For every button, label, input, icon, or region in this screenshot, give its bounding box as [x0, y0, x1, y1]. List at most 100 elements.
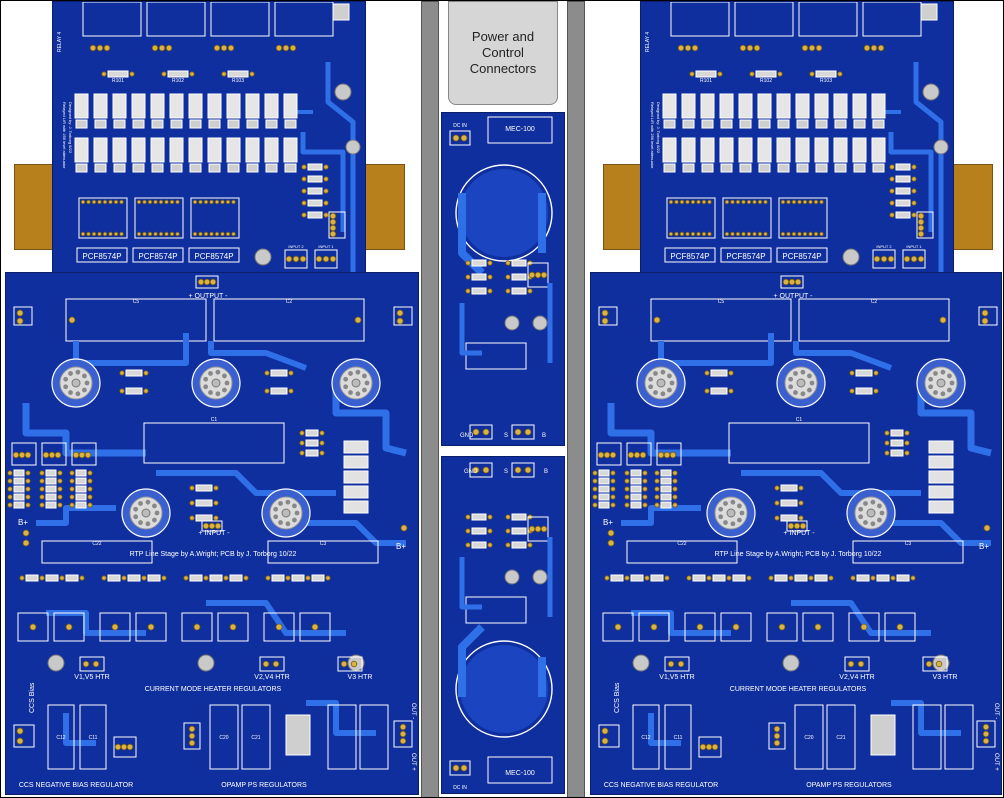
electrolytic-cap — [47, 654, 65, 672]
out-minus-label: OUT - — [993, 703, 999, 719]
pad — [603, 451, 611, 459]
relay-diode — [132, 119, 145, 129]
pad — [642, 494, 648, 500]
pad — [654, 494, 660, 500]
resistor — [630, 477, 642, 485]
pad — [724, 199, 730, 205]
pad — [147, 623, 155, 631]
pad — [229, 623, 237, 631]
pad — [884, 440, 890, 446]
shift-register — [78, 197, 128, 239]
tube-pin — [667, 373, 672, 379]
pad — [82, 660, 90, 668]
film-cap-c11 — [664, 704, 692, 770]
relay-diode — [663, 163, 676, 173]
pad — [354, 316, 362, 324]
tube-pin — [928, 384, 934, 390]
pad — [774, 515, 780, 521]
relay-diode — [151, 119, 164, 129]
copper-trace — [459, 557, 482, 610]
cap-ref: C11 — [89, 735, 98, 741]
electrolytic-cap — [632, 654, 650, 672]
pad — [624, 502, 630, 508]
opamp-section-title: OPAMP PS REGULATORS — [221, 782, 307, 789]
resistor — [815, 70, 837, 78]
pad — [129, 71, 135, 77]
tube-pin — [793, 390, 798, 395]
copper-trace — [791, 600, 931, 636]
pad — [981, 317, 989, 325]
pad — [925, 660, 933, 668]
pad — [22, 539, 30, 547]
resistor — [856, 574, 870, 582]
resistor-ref: R102 — [172, 78, 184, 84]
electrolytic-cap — [197, 654, 215, 672]
tube-center — [141, 508, 151, 518]
pad — [16, 317, 24, 325]
tube-center — [866, 508, 876, 518]
terminal-block — [13, 306, 33, 326]
resistor — [660, 485, 672, 493]
resistor — [291, 574, 305, 582]
relay — [757, 137, 772, 163]
pad — [699, 743, 707, 751]
pad — [627, 451, 635, 459]
pad — [192, 231, 198, 237]
pad — [487, 274, 493, 280]
tube-pin — [877, 503, 882, 509]
pad — [514, 428, 522, 436]
pad — [223, 575, 229, 581]
pad — [749, 71, 755, 77]
pad — [672, 494, 678, 500]
pad — [677, 660, 685, 668]
regulator-module — [11, 442, 37, 466]
pad — [16, 309, 24, 317]
pad — [847, 660, 855, 668]
tube-pin — [154, 510, 160, 516]
pad — [265, 575, 271, 581]
resistor — [305, 449, 319, 457]
pad — [141, 575, 147, 581]
heatsink-regulator — [766, 612, 798, 642]
regulator-module — [626, 442, 652, 466]
pad — [39, 494, 45, 500]
input-connector — [201, 520, 223, 532]
relay-shield — [670, 2, 730, 37]
gnd-label: GND — [464, 469, 478, 475]
cap-ref: C3 — [905, 541, 912, 547]
pad — [91, 231, 97, 237]
pad — [22, 529, 30, 537]
regulator-module — [71, 442, 97, 466]
pad — [642, 486, 648, 492]
pad — [282, 44, 290, 52]
pad — [644, 575, 650, 581]
regulator-ic — [527, 516, 549, 542]
pad — [197, 278, 205, 286]
pad — [288, 370, 294, 376]
relay — [681, 93, 696, 119]
tube-center — [211, 378, 221, 388]
relay — [662, 93, 677, 119]
relay-diode — [872, 163, 885, 173]
resistor — [896, 574, 910, 582]
relay-diode — [682, 163, 695, 173]
pad — [889, 212, 895, 218]
pad — [39, 502, 45, 508]
pad — [225, 231, 231, 237]
pad — [802, 231, 808, 237]
tube-pin — [863, 501, 868, 506]
attenuator-side-text: Relayed L/R with 256 level attenuator — [62, 102, 67, 169]
pad — [292, 255, 300, 263]
relay-diode — [720, 119, 733, 129]
output-connector — [195, 275, 219, 289]
pad — [601, 737, 609, 745]
tube-pin — [870, 521, 876, 527]
pad — [534, 271, 542, 279]
relay-diode — [853, 163, 866, 173]
toroid-core — [460, 169, 548, 257]
heater-label-v1v5: V1,V5 HTR — [74, 674, 109, 681]
pad — [399, 723, 407, 731]
resistor — [125, 369, 143, 377]
input-connector — [314, 249, 338, 269]
